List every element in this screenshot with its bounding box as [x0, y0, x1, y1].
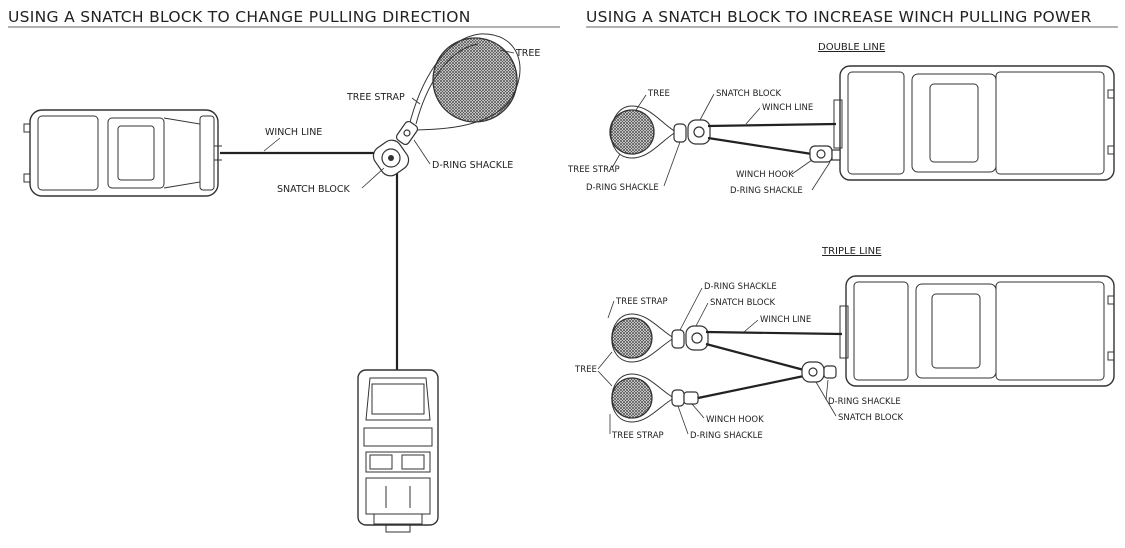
double-return-line: [707, 136, 813, 156]
label-snatch-block: SNATCH BLOCK: [277, 184, 351, 195]
leader-double-tree-strap: [611, 153, 621, 169]
label-triple-snatch-block-right: SNATCH BLOCK: [838, 413, 904, 423]
label-double-winch-line: WINCH LINE: [762, 103, 813, 113]
triple-winch-line: [705, 330, 843, 336]
winch-hook-double: [809, 145, 841, 163]
tree-triple-top: [611, 313, 676, 363]
tree-with-strap: [407, 33, 521, 131]
subtitle-double-line: DOUBLE LINE: [818, 42, 885, 53]
leader-tree-strap: [411, 97, 421, 105]
d-ring-shackle: [395, 120, 419, 146]
label-triple-tree-strap-top: TREE STRAP: [615, 297, 668, 307]
leader-double-winch-hook: [791, 159, 813, 175]
leader-triple-tree-b: [597, 370, 613, 387]
truck-triple-line: [839, 275, 1115, 387]
vehicle-front-view: [357, 369, 439, 533]
leader-triple-snatch-block-top: [695, 302, 709, 327]
leader-double-d-ring-shackle-1: [663, 141, 681, 187]
label-triple-tree-strap-bottom: TREE STRAP: [611, 431, 664, 441]
leader-double-winch-line: [745, 107, 761, 125]
shackle-and-block-triple: [671, 325, 709, 351]
leader-double-d-ring-shackle-2: [811, 161, 831, 191]
leader-tree: [499, 49, 515, 54]
label-d-ring-shackle: D-RING SHACKLE: [432, 160, 513, 171]
double-winch-line: [707, 122, 837, 128]
triple-middle-line: [705, 342, 805, 372]
label-triple-d-ring-shackle-bottom: D-RING SHACKLE: [690, 431, 763, 441]
snatch-block-truck-triple: [801, 361, 837, 383]
tree-double: [609, 105, 678, 159]
leader-winch-line: [263, 137, 281, 152]
right-title: USING A SNATCH BLOCK TO INCREASE WINCH P…: [586, 8, 1092, 26]
label-double-d-ring-shackle-1: D-RING SHACKLE: [586, 183, 659, 193]
label-double-tree: TREE: [647, 89, 670, 99]
left-title: USING A SNATCH BLOCK TO CHANGE PULLING D…: [8, 8, 471, 26]
leader-triple-tree-a: [597, 351, 613, 370]
winch-hook-triple: [671, 389, 699, 407]
triple-lower-line: [697, 374, 805, 400]
label-triple-snatch-block-top: SNATCH BLOCK: [710, 298, 776, 308]
leader-triple-winch-line: [743, 319, 759, 333]
label-triple-d-ring-shackle-top: D-RING SHACKLE: [704, 282, 777, 292]
snatch-block: [372, 139, 410, 177]
label-tree: TREE: [515, 48, 540, 59]
leader-triple-winch-hook: [691, 403, 705, 419]
subtitle-triple-line: TRIPLE LINE: [821, 246, 881, 257]
label-triple-tree: TREE: [574, 365, 597, 375]
vehicle-top-view-left: [23, 109, 222, 197]
label-double-d-ring-shackle-2: D-RING SHACKLE: [730, 186, 803, 196]
leader-triple-tree-strap-top: [607, 300, 615, 319]
leader-triple-snatch-block-right: [815, 381, 837, 417]
label-winch-line: WINCH LINE: [265, 127, 322, 138]
label-tree-strap: TREE STRAP: [346, 92, 405, 103]
leader-triple-d-ring-shackle-bottom: [677, 405, 689, 435]
leader-d-ring-shackle: [413, 139, 431, 165]
leader-triple-d-ring-shackle-right: [825, 379, 829, 401]
leader-double-tree: [635, 94, 647, 111]
leader-snatch-block: [361, 167, 385, 189]
label-triple-winch-line: WINCH LINE: [760, 315, 811, 325]
label-double-tree-strap: TREE STRAP: [567, 165, 620, 175]
label-double-snatch-block: SNATCH BLOCK: [716, 89, 782, 99]
label-triple-d-ring-shackle-right: D-RING SHACKLE: [828, 397, 901, 407]
leader-triple-d-ring-shackle-top: [679, 287, 703, 331]
truck-double-line: [833, 65, 1115, 181]
shackle-and-block-double: [673, 119, 711, 145]
leader-double-snatch-block: [699, 93, 715, 121]
label-double-winch-hook: WINCH HOOK: [736, 170, 794, 180]
tree-triple-bottom: [611, 373, 676, 423]
label-triple-winch-hook: WINCH HOOK: [706, 415, 764, 425]
